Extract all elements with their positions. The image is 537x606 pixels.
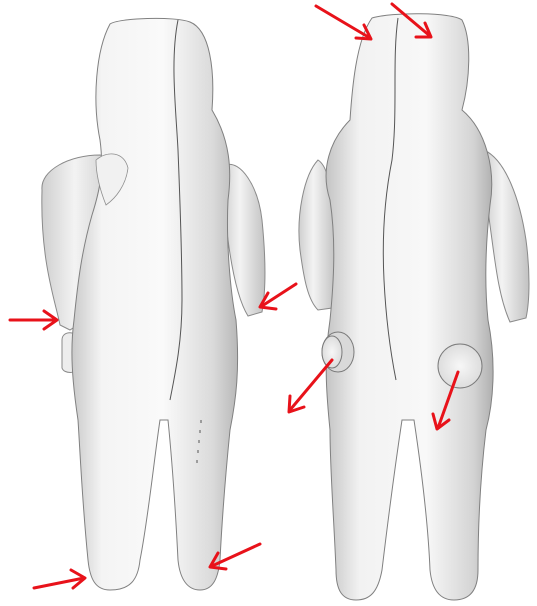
back-right-hip-pad (438, 344, 482, 388)
arrow-front-left-foot (34, 570, 85, 588)
arrow-back-left-hip (289, 360, 332, 412)
arrow-front-right-arm (260, 284, 296, 309)
arrow-back-head-left (316, 6, 371, 39)
back-body (326, 14, 493, 600)
front-view (42, 18, 265, 590)
front-body (72, 18, 238, 590)
arrow-front-left-arm (10, 311, 57, 329)
back-view (299, 14, 529, 600)
